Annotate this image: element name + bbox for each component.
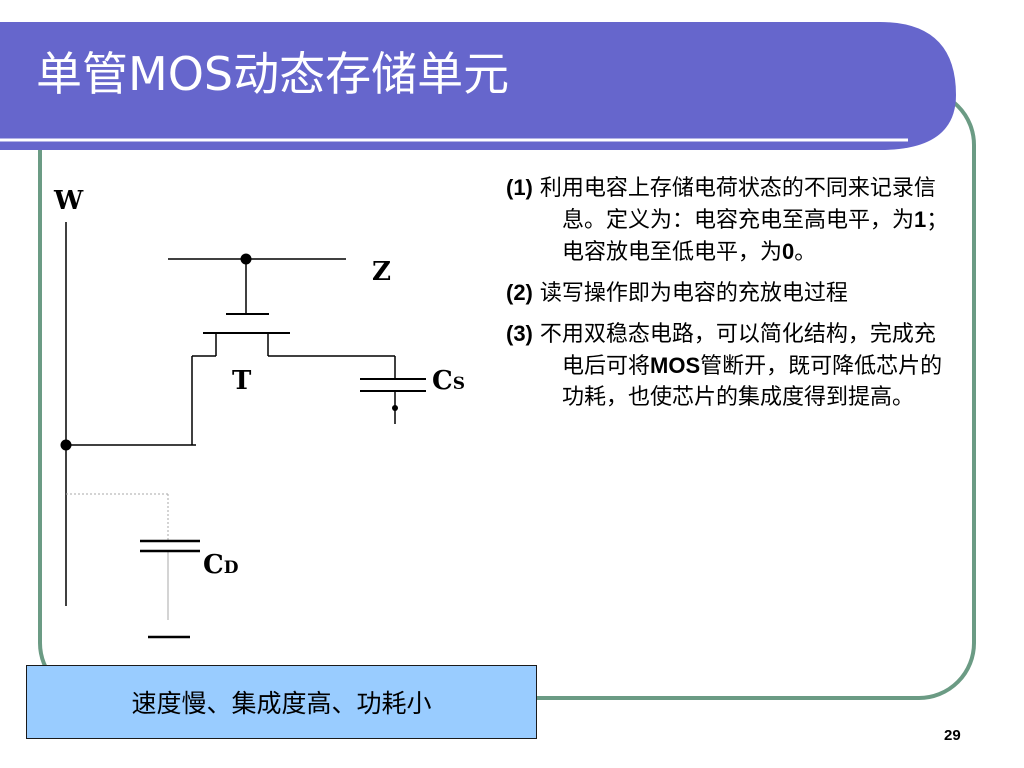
label-cs: CS: [432, 368, 465, 394]
label-cd-main: C: [203, 550, 224, 580]
point-1-bold-2: 0: [782, 239, 795, 264]
point-1: (1) 利用电容上存储电荷状态的不同来记录信息。定义为：电容充电至高电平，为1；…: [506, 172, 956, 268]
point-1-text-a: 利用电容上存储电荷状态的不同来记录信息。定义为：电容充电至高电平，为: [532, 176, 936, 233]
cs-ground-dot: [392, 405, 398, 411]
label-w: W: [54, 186, 84, 216]
select-junction-dot: [240, 253, 252, 265]
point-3-bold-1: MOS: [650, 353, 701, 378]
points-list: (1) 利用电容上存储电荷状态的不同来记录信息。定义为：电容充电至高电平，为1；…: [506, 172, 956, 422]
label-cs-sub: S: [452, 374, 465, 394]
label-cd: CD: [203, 552, 238, 578]
point-3-text-b: 管断开，既可降低芯片的功耗，也使芯片的集成度得到提高。: [562, 354, 943, 410]
page-number: 29: [944, 727, 961, 744]
label-cd-sub: D: [223, 558, 239, 578]
point-1-bold-1: 1: [914, 207, 927, 232]
point-2-text: 读写操作即为电容的充放电过程: [532, 281, 848, 306]
point-2-number: (2): [506, 280, 533, 305]
label-cs-main: C: [432, 366, 453, 396]
title-banner: [0, 22, 956, 150]
bitline-junction-dot: [60, 439, 72, 451]
summary-text: 速度慢、集成度高、功耗小: [131, 689, 432, 718]
label-t: T: [232, 366, 252, 396]
point-1-text-b: ；电容放电至低电平，为: [562, 208, 949, 265]
point-2: (2) 读写操作即为电容的充放电过程: [506, 277, 956, 309]
point-1-text-c: 。: [794, 240, 817, 265]
point-3-text-a: 不用双稳态电路，可以简化结构，完成充电后可将: [532, 322, 936, 379]
point-3: (3) 不用双稳态电路，可以简化结构，完成充电后可将MOS管断开，既可降低芯片的…: [506, 318, 956, 413]
slide-title: 单管MOS动态存储单元: [36, 47, 510, 101]
point-3-number: (3): [506, 321, 533, 346]
label-z: Z: [372, 257, 391, 287]
point-1-number: (1): [506, 175, 533, 200]
summary-box: 速度慢、集成度高、功耗小: [26, 665, 537, 739]
